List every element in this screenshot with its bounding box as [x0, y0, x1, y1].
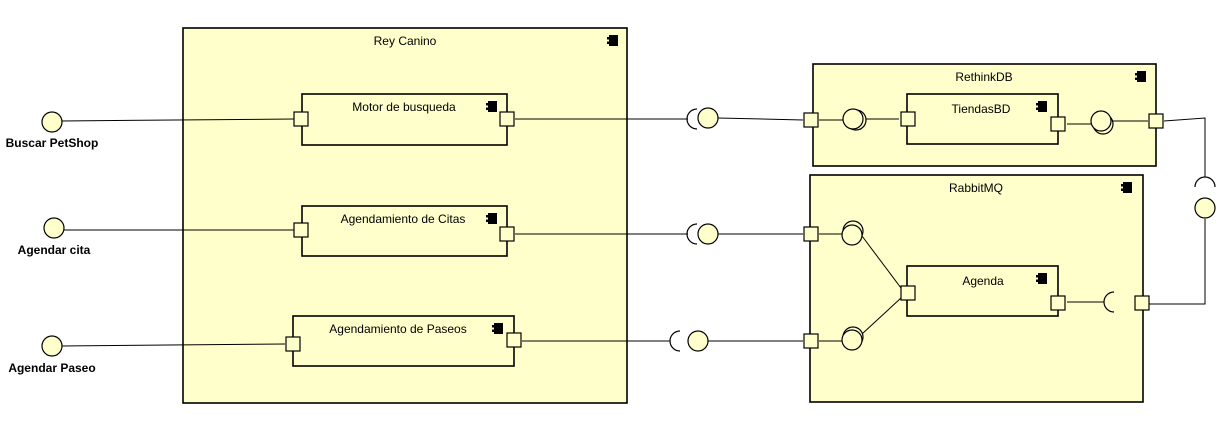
socket — [686, 223, 698, 245]
component-label: TiendasBD — [952, 102, 1011, 116]
sockets — [669, 108, 1216, 352]
provided-interface-ball — [41, 335, 63, 357]
interface-label: Buscar PetShop — [6, 136, 99, 150]
port — [285, 336, 301, 352]
port — [900, 111, 916, 127]
connector-line — [1163, 117, 1206, 177]
container-title: RabbitMQ — [949, 181, 1003, 195]
connectors — [60, 117, 1206, 347]
port — [499, 111, 515, 127]
component-label: Agendamiento de Paseos — [329, 322, 466, 336]
socket — [1103, 291, 1115, 313]
provided-interface-balls — [687, 107, 1216, 352]
connector-line — [60, 118, 295, 122]
ports — [285, 111, 1164, 352]
connector-line — [1149, 219, 1206, 305]
port — [293, 111, 309, 127]
port — [1148, 113, 1164, 129]
component-agendamiento-paseos[interactable]: Agendamiento de Paseos — [292, 315, 515, 367]
interface-agendar-paseo[interactable]: Agendar Paseo — [8, 335, 96, 375]
interface-agendar-cita[interactable]: Agendar cita — [18, 217, 91, 257]
port — [506, 332, 522, 348]
component-label: Agenda — [962, 274, 1004, 288]
interface-buscar-petshop[interactable]: Buscar PetShop — [6, 111, 99, 150]
socket — [1194, 176, 1216, 188]
port — [1050, 295, 1066, 311]
port — [803, 226, 819, 242]
port — [900, 285, 916, 301]
connector-line — [861, 297, 902, 335]
port — [293, 222, 309, 238]
container-title: Rey Canino — [374, 34, 437, 48]
component-motor-de-busqueda[interactable]: Motor de busqueda — [301, 93, 508, 146]
component-agenda[interactable]: Agenda — [906, 265, 1059, 317]
port — [1134, 295, 1150, 311]
connector-line — [861, 235, 902, 289]
provided-interface-ball — [43, 217, 65, 239]
connector-line — [60, 343, 286, 347]
port — [1050, 116, 1066, 132]
connector-line — [717, 117, 804, 121]
socket — [686, 108, 698, 130]
component-label: Agendamiento de Citas — [341, 212, 466, 226]
socket — [669, 330, 681, 352]
component-tiendasbd[interactable]: TiendasBD — [906, 93, 1059, 145]
port — [803, 333, 819, 349]
port — [803, 112, 819, 128]
interface-label: Agendar Paseo — [8, 361, 95, 375]
provided-interface-ball — [41, 111, 63, 133]
component-label: Motor de busqueda — [352, 100, 456, 114]
port — [499, 226, 515, 242]
interface-label: Agendar cita — [18, 243, 91, 257]
component-agendamiento-citas[interactable]: Agendamiento de Citas — [301, 205, 508, 257]
container-title: RethinkDB — [955, 70, 1012, 84]
